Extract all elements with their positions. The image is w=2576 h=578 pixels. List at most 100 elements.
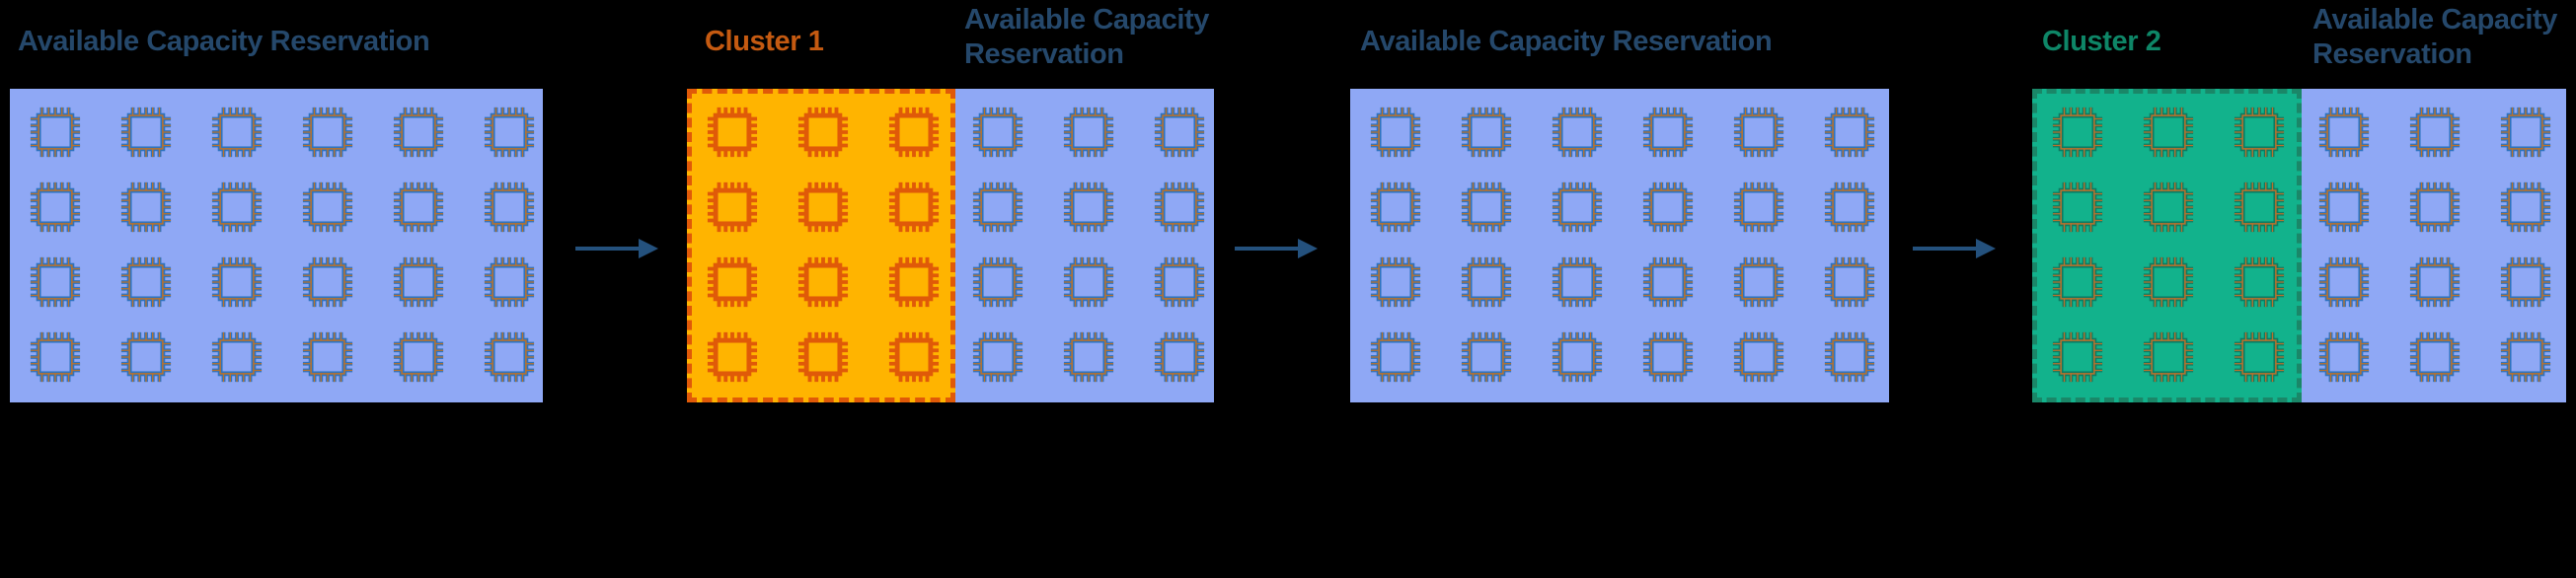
cluster1-title: Cluster 1	[705, 26, 824, 57]
cpu-chip-icon	[1824, 256, 1875, 308]
cpu-chip-icon	[120, 181, 172, 233]
cpu-chip-icon	[707, 181, 758, 233]
cpu-chip-icon	[1461, 331, 1512, 383]
cpu-chip-icon	[972, 256, 1023, 308]
cpu-chip-icon	[2500, 181, 2551, 233]
cpu-chip-icon	[2143, 107, 2194, 158]
cpu-chip-icon	[484, 107, 535, 158]
group4-acr-title: Available Capacity Reservation	[2312, 3, 2562, 72]
cpu-chip-icon	[797, 181, 849, 233]
cpu-chip-icon	[1063, 331, 1114, 383]
cpu-chip-icon	[302, 107, 353, 158]
cpu-chip-icon	[2234, 181, 2285, 233]
cpu-chip-icon	[211, 256, 263, 308]
group3-titlebar: Available Capacity Reservation	[1350, 0, 1889, 89]
cpu-chip-icon	[302, 256, 353, 308]
cpu-chip-icon	[1063, 256, 1114, 308]
right-arrow-icon	[1235, 238, 1318, 264]
group4-titlebar: Cluster 2 Available Capacity Reservation	[2032, 0, 2566, 89]
cpu-chip-icon	[972, 107, 1023, 158]
cpu-chip-icon	[2052, 256, 2103, 308]
cpu-chip-icon	[888, 256, 940, 308]
cpu-chip-icon	[302, 181, 353, 233]
group-cluster-2: Cluster 2 Available Capacity Reservation	[2032, 0, 2566, 402]
group2-titlebar: Cluster 1 Available Capacity Reservation	[687, 0, 1214, 89]
cpu-chip-icon	[1733, 181, 1784, 233]
capacity-reservation-panel-1	[10, 89, 543, 402]
capacity-reservation-panel-2	[955, 89, 1214, 402]
cpu-chip-icon	[1552, 331, 1603, 383]
cpu-chip-icon	[1824, 331, 1875, 383]
cpu-chip-icon	[393, 256, 444, 308]
cpu-chip-icon	[1461, 107, 1512, 158]
acr-title-line1: Available Capacity	[2312, 4, 2558, 36]
cpu-chip-icon	[2052, 181, 2103, 233]
right-arrow-icon	[575, 238, 658, 264]
cpu-chip-icon	[1154, 181, 1205, 233]
cpu-chip-icon	[1063, 181, 1114, 233]
cpu-chip-icon	[211, 107, 263, 158]
cpu-chip-icon	[972, 181, 1023, 233]
cpu-chip-icon	[1154, 107, 1205, 158]
cpu-chip-icon	[797, 331, 849, 383]
cpu-chip-icon	[2143, 256, 2194, 308]
cpu-chip-icon	[1370, 331, 1421, 383]
cpu-chip-icon	[393, 181, 444, 233]
cpu-chip-icon	[1733, 107, 1784, 158]
cpu-chip-icon	[2500, 107, 2551, 158]
cpu-chip-icon	[120, 331, 172, 383]
cpu-chip-icon	[797, 256, 849, 308]
cpu-chip-icon	[484, 256, 535, 308]
acr-title-line2: Reservation	[964, 38, 1124, 70]
cpu-chip-icon	[707, 256, 758, 308]
cpu-chip-icon	[888, 331, 940, 383]
acr-title-line2: Reservation	[2312, 38, 2472, 70]
cpu-chip-icon	[2409, 331, 2461, 383]
cpu-chip-icon	[2409, 107, 2461, 158]
cpu-chip-icon	[1154, 256, 1205, 308]
cpu-chip-icon	[1642, 331, 1694, 383]
cpu-chip-icon	[2234, 107, 2285, 158]
cpu-chip-icon	[707, 331, 758, 383]
cpu-chip-icon	[2318, 181, 2370, 233]
cpu-chip-icon	[2318, 331, 2370, 383]
cpu-chip-icon	[393, 331, 444, 383]
cpu-chip-icon	[1370, 181, 1421, 233]
cpu-chip-icon	[302, 331, 353, 383]
cpu-chip-icon	[30, 331, 81, 383]
cpu-chip-icon	[2409, 256, 2461, 308]
cpu-chip-icon	[1461, 256, 1512, 308]
group2-acr-title: Available Capacity Reservation	[964, 3, 1214, 72]
cpu-chip-icon	[1642, 181, 1694, 233]
cpu-chip-icon	[2143, 181, 2194, 233]
cpu-chip-icon	[30, 181, 81, 233]
right-arrow-icon	[1913, 238, 1996, 264]
cpu-chip-icon	[1642, 256, 1694, 308]
cpu-chip-icon	[972, 331, 1023, 383]
cpu-chip-icon	[1733, 256, 1784, 308]
cpu-chip-icon	[1642, 107, 1694, 158]
cpu-chip-icon	[30, 256, 81, 308]
cpu-chip-icon	[2318, 107, 2370, 158]
cpu-chip-icon	[2234, 256, 2285, 308]
cpu-chip-icon	[211, 181, 263, 233]
capacity-reservation-panel-4	[2302, 89, 2566, 402]
cpu-chip-icon	[1552, 256, 1603, 308]
cpu-chip-icon	[1461, 181, 1512, 233]
capacity-reservation-panel-3	[1350, 89, 1889, 402]
cpu-chip-icon	[1824, 107, 1875, 158]
group1-title: Available Capacity Reservation	[18, 26, 430, 57]
cpu-chip-icon	[1733, 331, 1784, 383]
cpu-chip-icon	[484, 181, 535, 233]
group-cluster-1: Cluster 1 Available Capacity Reservation	[687, 0, 1214, 402]
cpu-chip-icon	[1552, 181, 1603, 233]
group-available-capacity-1: Available Capacity Reservation	[10, 0, 543, 402]
cpu-chip-icon	[2052, 107, 2103, 158]
cluster2-title: Cluster 2	[2042, 26, 2161, 57]
cpu-chip-icon	[2409, 181, 2461, 233]
cpu-chip-icon	[2052, 331, 2103, 383]
cpu-chip-icon	[211, 331, 263, 383]
cpu-chip-icon	[707, 107, 758, 158]
cpu-chip-icon	[888, 107, 940, 158]
